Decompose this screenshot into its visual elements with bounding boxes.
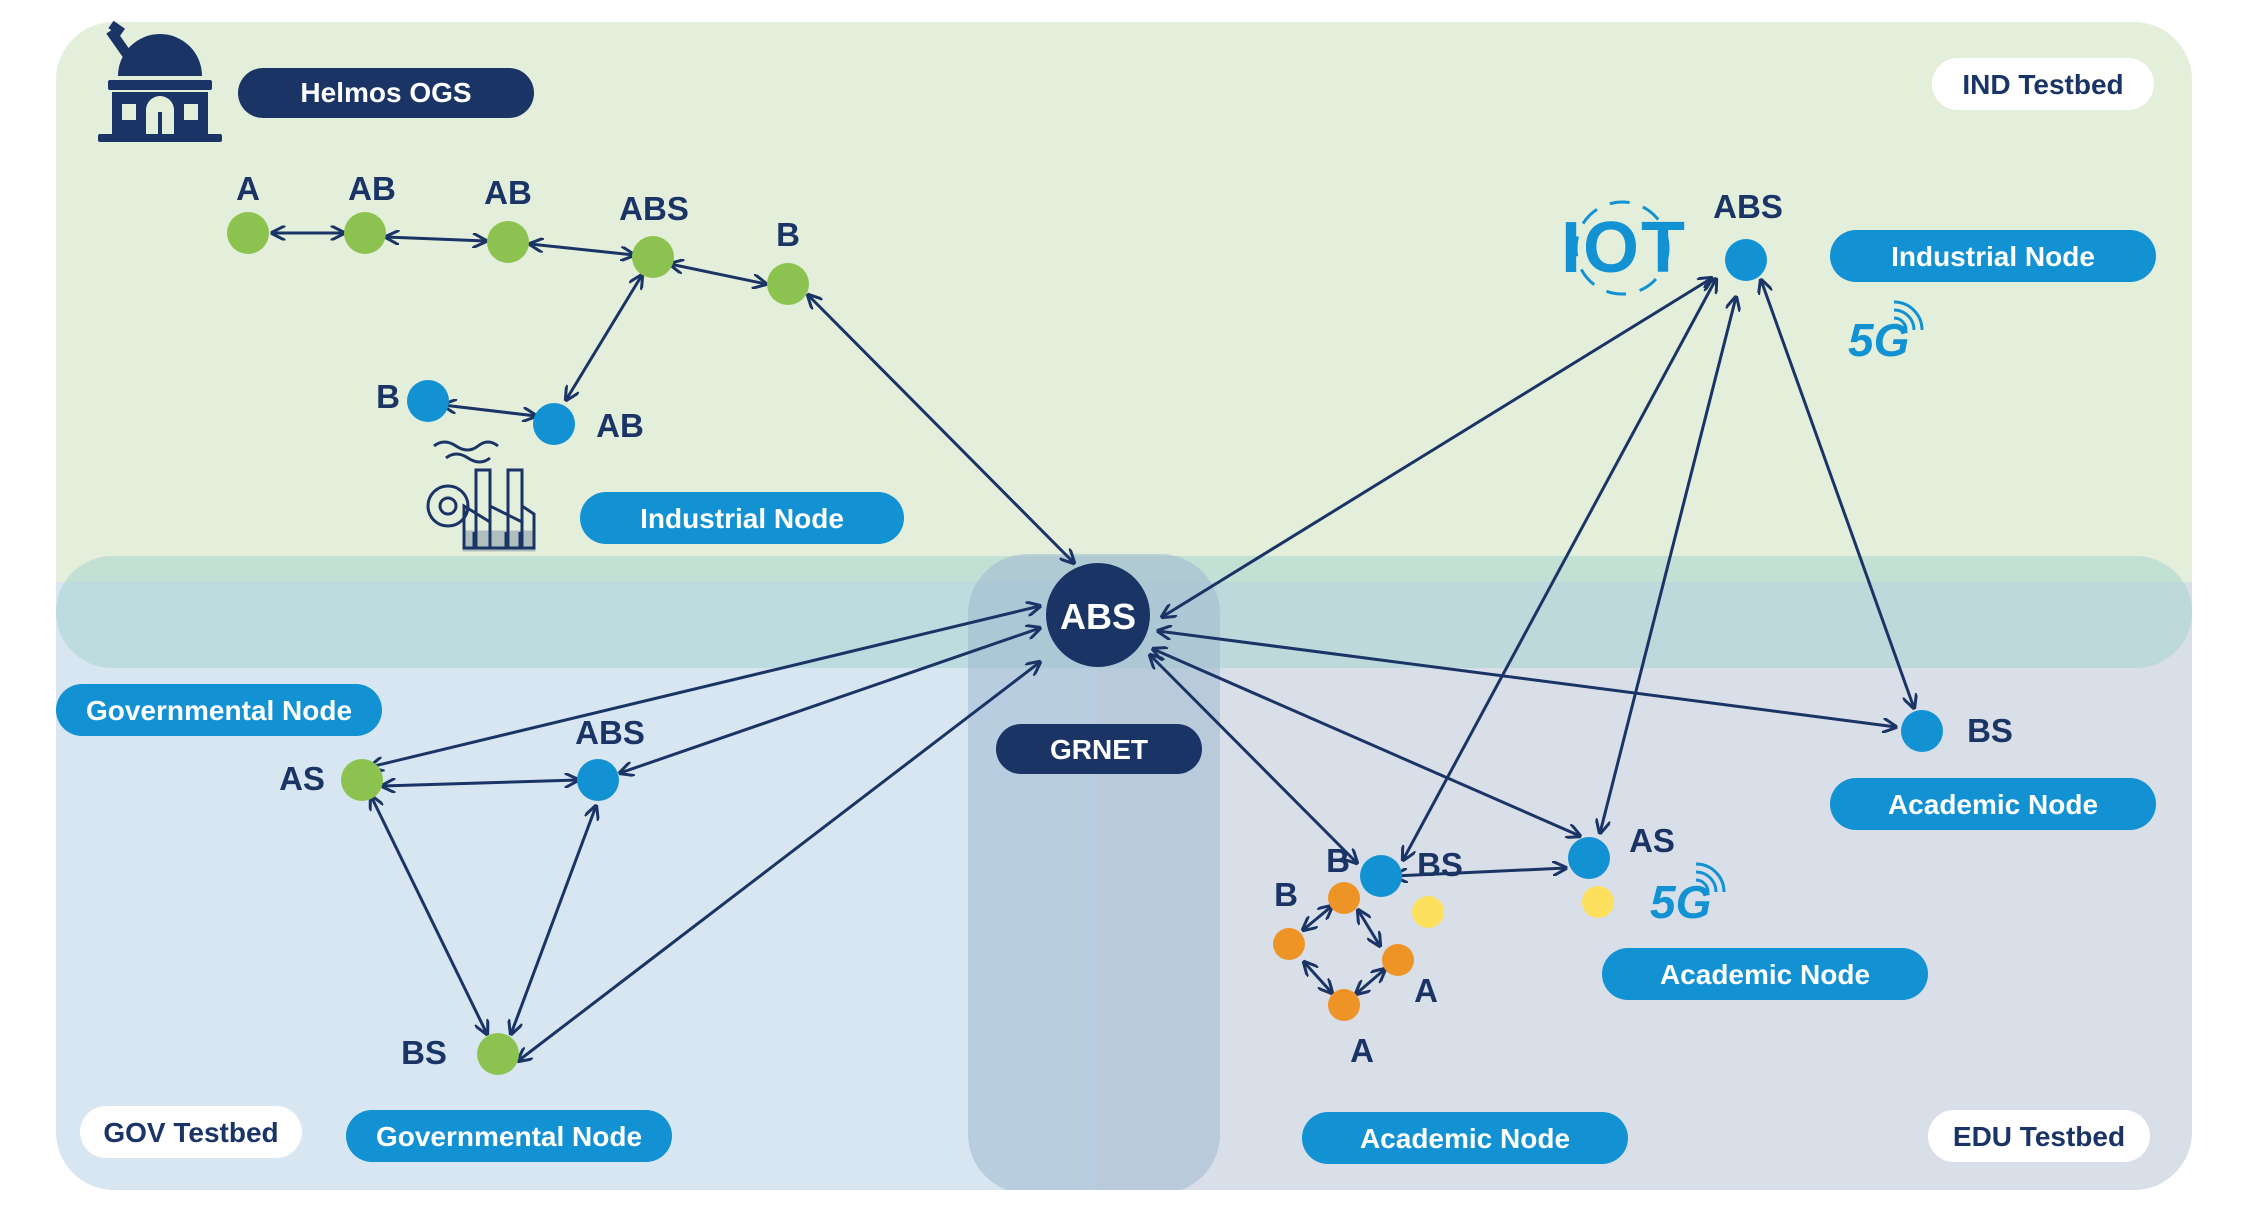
svg-text:5G: 5G: [1650, 876, 1711, 928]
node-edu-orange-bottom: [1328, 989, 1360, 1021]
network-links: [272, 233, 1914, 1061]
node-label: B: [776, 216, 800, 253]
node-label: AS: [279, 760, 325, 797]
factory-icon: [426, 440, 536, 552]
node-ind-ab3: [533, 403, 575, 445]
node-edu-b: [1360, 855, 1402, 897]
node-label: B: [1326, 842, 1350, 879]
edu-testbed-label: EDU Testbed: [1928, 1110, 2150, 1162]
node-gov-bs: [477, 1033, 519, 1075]
node-label: A: [1414, 972, 1438, 1009]
svg-text:Industrial Node: Industrial Node: [1891, 241, 2095, 272]
node-label: BS: [401, 1034, 447, 1071]
node-ind-a: [227, 212, 269, 254]
svg-text:Academic Node: Academic Node: [1360, 1123, 1570, 1154]
edu-testbed-region: [1096, 582, 2192, 1190]
node-label: ABS: [619, 190, 689, 227]
node-edu-bs: [1901, 710, 1943, 752]
node-label: B: [1274, 876, 1298, 913]
governmental-node-pill: Governmental Node: [346, 1110, 672, 1162]
node-label: AB: [484, 174, 532, 211]
ind-testbed-label: IND Testbed: [1932, 58, 2154, 110]
link: [518, 662, 1040, 1061]
svg-text:Industrial Node: Industrial Node: [640, 503, 844, 534]
link: [371, 796, 487, 1034]
svg-text:IND Testbed: IND Testbed: [1962, 69, 2123, 100]
node-ind-right-abs: [1725, 239, 1767, 281]
link: [1304, 962, 1332, 993]
core-node-label: ABS: [1060, 596, 1136, 637]
node-edu-as: [1568, 837, 1610, 879]
node-edu-yellow-2: [1582, 886, 1614, 918]
link: [808, 295, 1074, 563]
node-label: A: [1350, 1032, 1374, 1069]
node-edu-orange-top: [1328, 882, 1360, 914]
node-label: BS: [1967, 712, 2013, 749]
link: [443, 405, 536, 416]
node-label: BS: [1417, 846, 1463, 883]
link: [1358, 910, 1380, 946]
observatory-icon: [98, 20, 222, 142]
nodes: [227, 212, 1943, 1075]
link: [1600, 297, 1736, 833]
link: [382, 780, 578, 786]
node-gov-as: [341, 759, 383, 801]
link: [1150, 655, 1357, 863]
helmos-ogs-pill: Helmos OGS: [238, 68, 534, 118]
node-label: AS: [1629, 822, 1675, 859]
node-gov-abs: [577, 759, 619, 801]
gov-testbed-region: [56, 582, 1096, 1190]
node-label: ABS: [1713, 188, 1783, 225]
node-edu-yellow-1: [1412, 896, 1444, 928]
node-label: ABS: [575, 714, 645, 751]
link: [1356, 969, 1385, 994]
node-ind-b: [767, 263, 809, 305]
svg-text:GRNET: GRNET: [1050, 734, 1148, 765]
svg-text:Helmos OGS: Helmos OGS: [300, 77, 471, 108]
gov-testbed-label: GOV Testbed: [80, 1106, 302, 1158]
node-ind-b2: [407, 380, 449, 422]
link: [1303, 906, 1332, 930]
academic-node-pill: Academic Node: [1830, 778, 2156, 830]
svg-text:EDU Testbed: EDU Testbed: [1953, 1121, 2125, 1152]
academic-node-pill: Academic Node: [1302, 1112, 1628, 1164]
industrial-node-pill: Industrial Node: [1830, 230, 2156, 282]
node-label: A: [236, 170, 260, 207]
link: [670, 264, 766, 284]
iot-icon: IOT: [1561, 200, 1687, 296]
node-ind-abs: [632, 236, 674, 278]
svg-text:Academic Node: Academic Node: [1660, 959, 1870, 990]
link: [530, 244, 634, 255]
grnet-pill: GRNET: [996, 724, 1202, 774]
svg-text:Academic Node: Academic Node: [1888, 789, 2098, 820]
node-label: AB: [596, 407, 644, 444]
svg-text:Governmental Node: Governmental Node: [376, 1121, 642, 1152]
node-label: B: [376, 378, 400, 415]
svg-text:IOT: IOT: [1561, 208, 1687, 288]
node-ind-ab2: [487, 221, 529, 263]
5g-icon: 5G: [1848, 300, 1924, 366]
link: [511, 806, 596, 1034]
link: [1394, 868, 1566, 876]
node-core-abs: [1046, 563, 1150, 667]
svg-text:5G: 5G: [1848, 314, 1909, 366]
academic-node-pill: Academic Node: [1602, 948, 1928, 1000]
governmental-node-pill: Governmental Node: [56, 684, 382, 736]
node-label: AB: [348, 170, 396, 207]
node-edu-orange-right: [1382, 944, 1414, 976]
link: [386, 237, 486, 241]
node-edu-orange-left: [1273, 928, 1305, 960]
industrial-node-pill: Industrial Node: [580, 492, 904, 544]
node-ind-ab1: [344, 212, 386, 254]
svg-text:GOV Testbed: GOV Testbed: [103, 1117, 278, 1148]
5g-icon: 5G: [1650, 862, 1726, 928]
link: [566, 275, 642, 400]
svg-text:Governmental Node: Governmental Node: [86, 695, 352, 726]
